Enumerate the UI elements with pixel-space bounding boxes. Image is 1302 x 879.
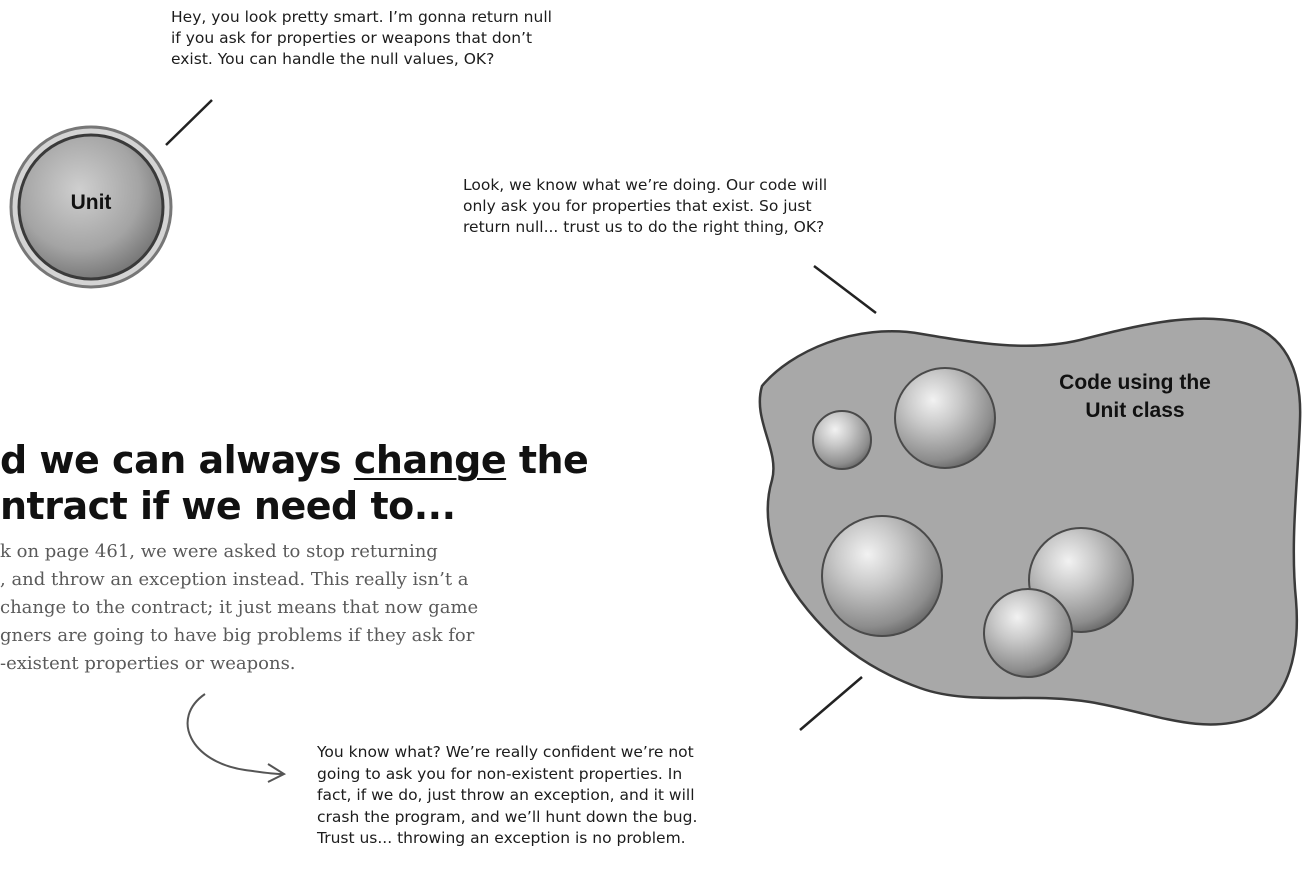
code-speech-line: only ask you for properties that exist. … (463, 196, 827, 217)
heading-line-1: d we can always change the (0, 437, 588, 483)
body-line: gners are going to have big problems if … (0, 622, 478, 650)
blob-sphere-small (813, 411, 871, 469)
unit-speech-line: exist. You can handle the null values, O… (171, 49, 552, 70)
code-speech-line: crash the program, and we’ll hunt down t… (317, 807, 697, 829)
blob-sphere-bottom (984, 589, 1072, 677)
code-speech-line: Trust us... throwing an exception is no … (317, 828, 697, 850)
code-speech-line: Look, we know what we’re doing. Our code… (463, 175, 827, 196)
curved-arrow-icon (188, 694, 284, 782)
unit-label: Unit (51, 191, 131, 215)
body-paragraph: k on page 461, we were asked to stop ret… (0, 538, 478, 678)
code-speech-line: fact, if we do, just throw an exception,… (317, 785, 697, 807)
blob-sphere-top (895, 368, 995, 468)
body-line: , and throw an exception instead. This r… (0, 566, 478, 594)
heading-underlined-word: change (354, 438, 506, 482)
code-speech-text-2: You know what? We’re really confident we… (317, 742, 697, 850)
code-blob-label-line1: Code using the (1010, 369, 1260, 397)
code-speech-line: return null... trust us to do the right … (463, 217, 827, 238)
unit-speech-line (166, 100, 212, 145)
body-line: change to the contract; it just means th… (0, 594, 478, 622)
unit-speech-line: if you ask for properties or weapons tha… (171, 28, 552, 49)
unit-speech-text: Hey, you look pretty smart. I’m gonna re… (171, 7, 552, 70)
blob-sphere-left (822, 516, 942, 636)
code-speech-text-1: Look, we know what we’re doing. Our code… (463, 175, 827, 238)
blob-speech-line-1 (814, 266, 876, 313)
section-heading: d we can always change the ntract if we … (0, 437, 588, 529)
heading-line-2: ntract if we need to... (0, 483, 588, 529)
code-blob-label-line2: Unit class (1010, 397, 1260, 425)
body-line: -existent properties or weapons. (0, 650, 478, 678)
blob-speech-line-2 (800, 677, 862, 730)
code-speech-line: going to ask you for non-existent proper… (317, 764, 697, 786)
code-blob-label: Code using the Unit class (1010, 369, 1260, 425)
unit-speech-line: Hey, you look pretty smart. I’m gonna re… (171, 7, 552, 28)
body-line: k on page 461, we were asked to stop ret… (0, 538, 478, 566)
code-speech-line: You know what? We’re really confident we… (317, 742, 697, 764)
